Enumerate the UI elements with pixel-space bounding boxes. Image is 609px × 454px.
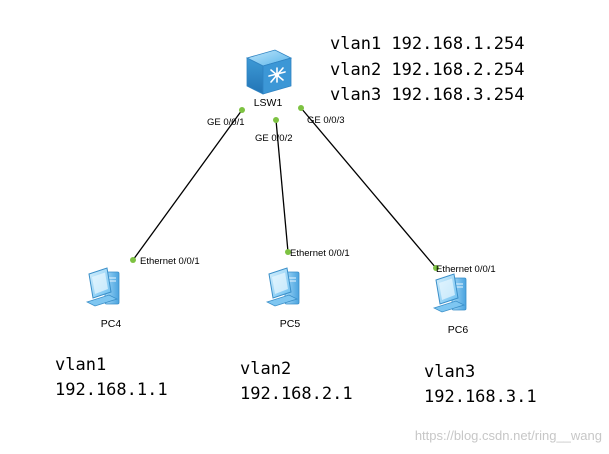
port-label-ge-0-0-2: GE 0/0/2 (255, 133, 293, 144)
pc-port-dot-1 (130, 257, 136, 263)
port-label-ge-0-0-1: GE 0/0/1 (207, 117, 245, 128)
pc6-port-label: Ethernet 0/0/1 (436, 264, 496, 275)
pc5-name-label: PC5 (280, 318, 301, 330)
link-pc6[interactable] (300, 107, 437, 269)
link-pc5[interactable] (275, 119, 289, 253)
pc5-port-label: Ethernet 0/0/1 (290, 248, 350, 259)
switch-port-dot-1 (239, 107, 245, 113)
watermark-text: https://blog.csdn.net/ring__wang (415, 428, 602, 443)
pc-port-dot-2 (285, 249, 291, 255)
pc4-vlan-label: vlan1 (55, 355, 106, 375)
pc4-ip-label: 192.168.1.1 (55, 380, 168, 400)
pc6-ip-label: 192.168.3.1 (424, 387, 537, 407)
pc5-icon[interactable] (266, 267, 300, 307)
pc4-icon[interactable] (86, 267, 120, 307)
switch-vlan3-gateway: vlan3 192.168.3.254 (330, 85, 524, 105)
switch-port-dot-3 (298, 105, 304, 111)
pc-port-dot-3 (433, 265, 439, 271)
pc5-vlan-label: vlan2 (240, 359, 291, 379)
port-label-ge-0-0-3: GE 0/0/3 (307, 115, 345, 126)
pc6-name-label: PC6 (448, 324, 469, 336)
pc4-port-label: Ethernet 0/0/1 (140, 256, 200, 267)
link-pc4[interactable] (132, 109, 243, 261)
switch-vlan2-gateway: vlan2 192.168.2.254 (330, 60, 524, 80)
pc6-vlan-label: vlan3 (424, 362, 475, 382)
switch-name-label: LSW1 (254, 97, 283, 109)
links-layer (130, 105, 439, 271)
pc4-name-label: PC4 (101, 318, 122, 330)
switch-lsw1-icon[interactable] (245, 49, 293, 95)
switch-vlan1-gateway: vlan1 192.168.1.254 (330, 34, 524, 54)
pc5-ip-label: 192.168.2.1 (240, 384, 353, 404)
switch-port-dot-2 (273, 117, 279, 123)
pc6-icon[interactable] (433, 273, 467, 313)
